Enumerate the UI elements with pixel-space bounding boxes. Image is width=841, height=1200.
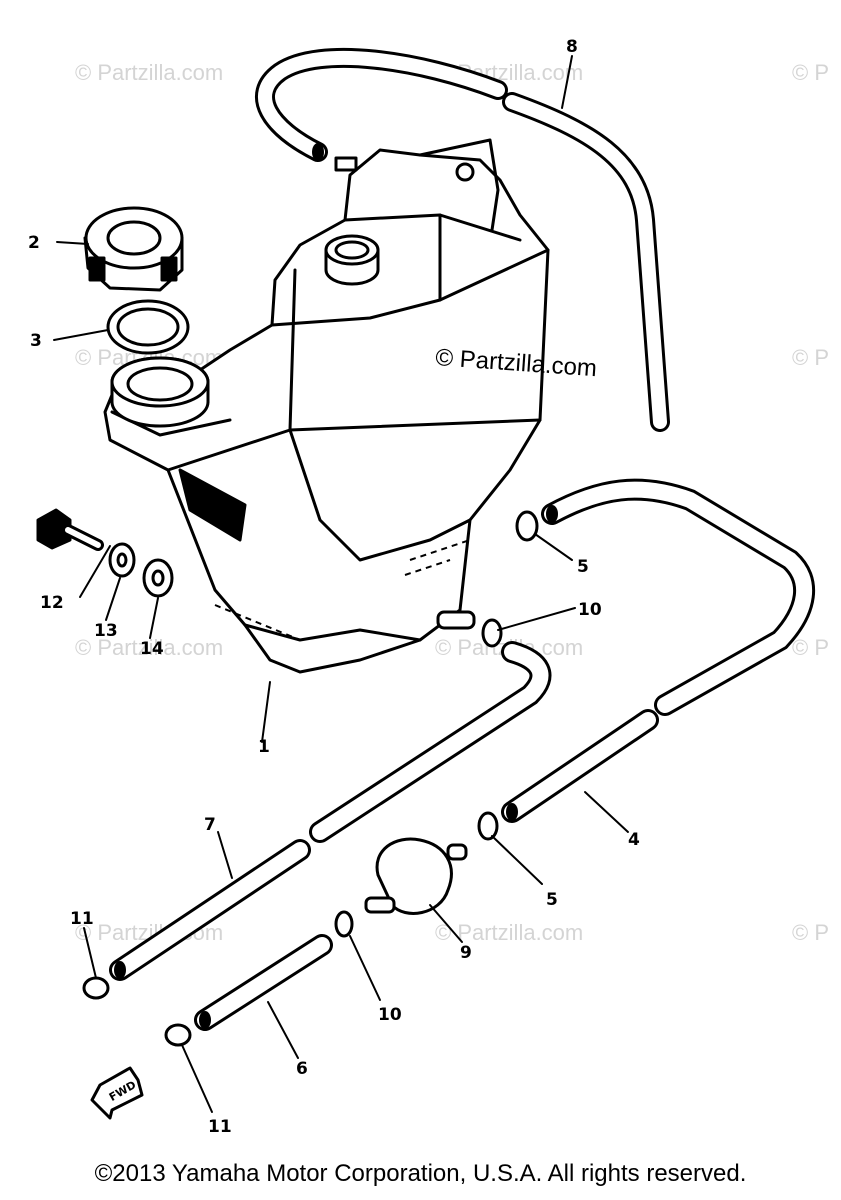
part-13-washer [108,542,136,578]
part-11-clamp-lower [164,1023,192,1047]
watermark: © Partzilla.com [75,60,223,85]
watermark: © Partzilla.com [75,635,223,660]
callout-5-upper: 5 [577,557,589,577]
copyright-notice: ©2013 Yamaha Motor Corporation, U.S.A. A… [94,1160,747,1187]
watermark-edge: © P [792,635,829,660]
callout-11-lower: 11 [208,1117,232,1137]
callout-14: 14 [140,639,164,659]
callout-12: 12 [40,593,64,613]
part-14-washer [142,558,174,598]
callout-6: 6 [296,1059,308,1079]
callout-1: 1 [258,737,270,757]
callout-10-lower: 10 [378,1005,402,1025]
part-5-clamp-lower [477,811,499,841]
watermark-edge: © P [792,60,829,85]
callout-9: 9 [460,943,472,963]
fwd-arrow-icon: FWD [90,1066,144,1120]
callout-4: 4 [628,830,640,850]
callouts: 2 3 8 1 5 10 4 5 12 13 14 7 6 10 9 11 11 [28,37,640,1137]
callout-13: 13 [94,621,118,641]
callout-8: 8 [566,37,578,57]
part-7-hose [109,641,552,981]
part-2-cap [83,206,184,292]
watermark: © Partzilla.com [435,920,583,945]
part-11-clamp [82,976,110,1000]
part-4-hose [501,478,816,823]
leader-lines [53,55,629,1113]
callout-3: 3 [30,331,42,351]
callout-7: 7 [204,815,216,835]
watermark-edge: © P [792,920,829,945]
watermark-edge: © P [792,345,829,370]
part-8-hose [255,47,670,432]
callout-5-lower: 5 [546,890,558,910]
part-5-clamp [515,510,539,542]
part-9-filter [364,837,468,915]
part-10-clamp-lower [334,910,354,938]
part-10-clamp [481,618,503,648]
callout-11-upper: 11 [70,909,94,929]
part-1-tank [103,138,550,674]
part-3-gasket [106,299,190,355]
callout-2: 2 [28,233,40,253]
part-6-hose [194,934,333,1031]
callout-10-upper: 10 [578,600,602,620]
part-12-bolt [36,508,104,551]
